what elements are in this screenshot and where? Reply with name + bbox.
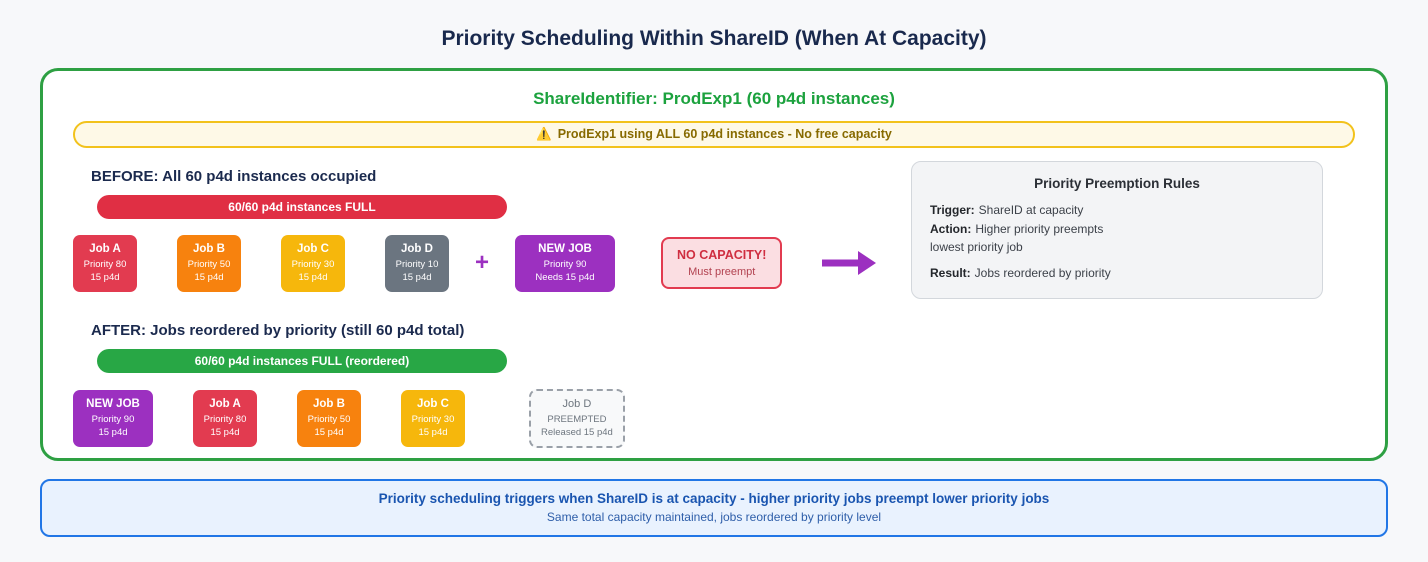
rules-title: Priority Preemption Rules: [1034, 176, 1200, 191]
job-priority: Priority 90: [543, 259, 587, 270]
after-section: AFTER: Jobs reordered by priority (still…: [73, 322, 1355, 449]
before-capacity-bar: 60/60 p4d instances FULL: [97, 195, 507, 219]
job-card-d-preempted: Job D PREEMPTED Released 15 p4d: [529, 388, 625, 449]
plus-icon: +: [475, 249, 490, 277]
warning-text: ProdExp1 using ALL 60 p4d instances - No…: [557, 127, 892, 141]
rule-action: Action:Higher priority preempts: [930, 220, 1304, 239]
job-title: NEW JOB: [86, 398, 140, 411]
job-title: Job C: [297, 243, 329, 255]
summary-box: Priority scheduling triggers when ShareI…: [40, 479, 1388, 538]
job-title: Job A: [209, 398, 241, 411]
rule-result: Result:Jobs reordered by priority: [930, 264, 1304, 283]
after-heading: AFTER: Jobs reordered by priority (still…: [91, 321, 465, 339]
rule-trigger: Trigger:ShareID at capacity: [930, 201, 1304, 220]
job-priority: Priority 10: [395, 259, 439, 270]
job-title: Job C: [417, 398, 449, 411]
job-status: PREEMPTED: [547, 413, 607, 425]
job-card-d: Job D Priority 10 15 p4d: [385, 235, 449, 292]
job-card-c: Job C Priority 30 15 p4d: [401, 390, 465, 447]
no-capacity-title: NO CAPACITY!: [677, 248, 767, 263]
rule-action-continued: lowest priority job: [930, 238, 1304, 257]
summary-line-1: Priority scheduling triggers when ShareI…: [378, 491, 1050, 506]
job-title: Job B: [193, 243, 225, 255]
job-title: Job A: [89, 243, 121, 255]
after-capacity-bar: 60/60 p4d instances FULL (reordered): [97, 348, 507, 373]
job-priority: Priority 80: [83, 259, 127, 270]
job-capacity: 15 p4d: [90, 272, 120, 284]
before-jobs-row: Job A Priority 80 15 p4d Job B Priority …: [73, 235, 1355, 292]
preemption-rules-box: Priority Preemption Rules Trigger:ShareI…: [911, 161, 1323, 300]
job-card-a: Job A Priority 80 15 p4d: [73, 235, 137, 292]
job-capacity: 15 p4d: [402, 272, 432, 284]
rule-text: lowest priority job: [930, 240, 1023, 255]
job-card-c: Job C Priority 30 15 p4d: [281, 235, 345, 292]
preemption-arrow-icon: [822, 250, 877, 276]
new-job-card: NEW JOB Priority 90 Needs 15 p4d: [515, 235, 616, 292]
job-card-b: Job B Priority 50 15 p4d: [177, 235, 241, 292]
job-priority: Priority 90: [91, 414, 135, 426]
share-identifier-box: ShareIdentifier: ProdExp1 (60 p4d instan…: [40, 68, 1388, 461]
summary-line-2: Same total capacity maintained, jobs reo…: [546, 510, 882, 525]
warning-icon: ⚠️: [536, 127, 552, 141]
job-capacity: Released 15 p4d: [541, 426, 613, 438]
job-capacity: 15 p4d: [314, 427, 344, 439]
after-jobs-row: NEW JOB Priority 90 15 p4d Job A Priorit…: [73, 388, 1355, 449]
share-identifier-heading: ShareIdentifier: ProdExp1 (60 p4d instan…: [533, 89, 895, 108]
job-priority: Priority 50: [307, 414, 351, 426]
job-card-b: Job B Priority 50 15 p4d: [297, 390, 361, 447]
capacity-warning-banner: ⚠️ ProdExp1 using ALL 60 p4d instances - …: [73, 121, 1355, 148]
job-title: Job B: [313, 398, 345, 411]
job-title: NEW JOB: [538, 243, 592, 255]
no-capacity-box: NO CAPACITY! Must preempt: [661, 237, 783, 290]
before-heading: BEFORE: All 60 p4d instances occupied: [91, 168, 377, 185]
job-capacity: 15 p4d: [418, 427, 448, 439]
rule-label: Trigger:: [930, 203, 975, 217]
job-capacity: 15 p4d: [194, 272, 224, 284]
job-capacity: 15 p4d: [298, 272, 328, 284]
rule-label: Result:: [930, 265, 971, 280]
job-priority: Priority 30: [291, 259, 335, 270]
rule-text: ShareID at capacity: [978, 203, 1084, 217]
job-capacity: 15 p4d: [98, 427, 128, 439]
job-title: Job D: [562, 397, 592, 410]
job-capacity: 15 p4d: [210, 427, 240, 439]
no-capacity-subtitle: Must preempt: [688, 266, 756, 279]
rule-label: Action:: [930, 221, 972, 236]
rule-text: Higher priority preempts: [975, 221, 1104, 236]
job-card-new-job: NEW JOB Priority 90 15 p4d: [73, 390, 153, 447]
job-priority: Priority 30: [411, 414, 455, 426]
rule-text: Jobs reordered by priority: [974, 265, 1111, 280]
job-priority: Priority 80: [203, 414, 247, 426]
job-capacity: Needs 15 p4d: [535, 272, 595, 284]
page-title: Priority Scheduling Within ShareID (When…: [441, 27, 987, 50]
before-section: BEFORE: All 60 p4d instances occupied 60…: [73, 168, 1355, 292]
job-priority: Priority 50: [187, 259, 231, 270]
job-card-a: Job A Priority 80 15 p4d: [193, 390, 257, 447]
job-title: Job D: [401, 243, 433, 255]
